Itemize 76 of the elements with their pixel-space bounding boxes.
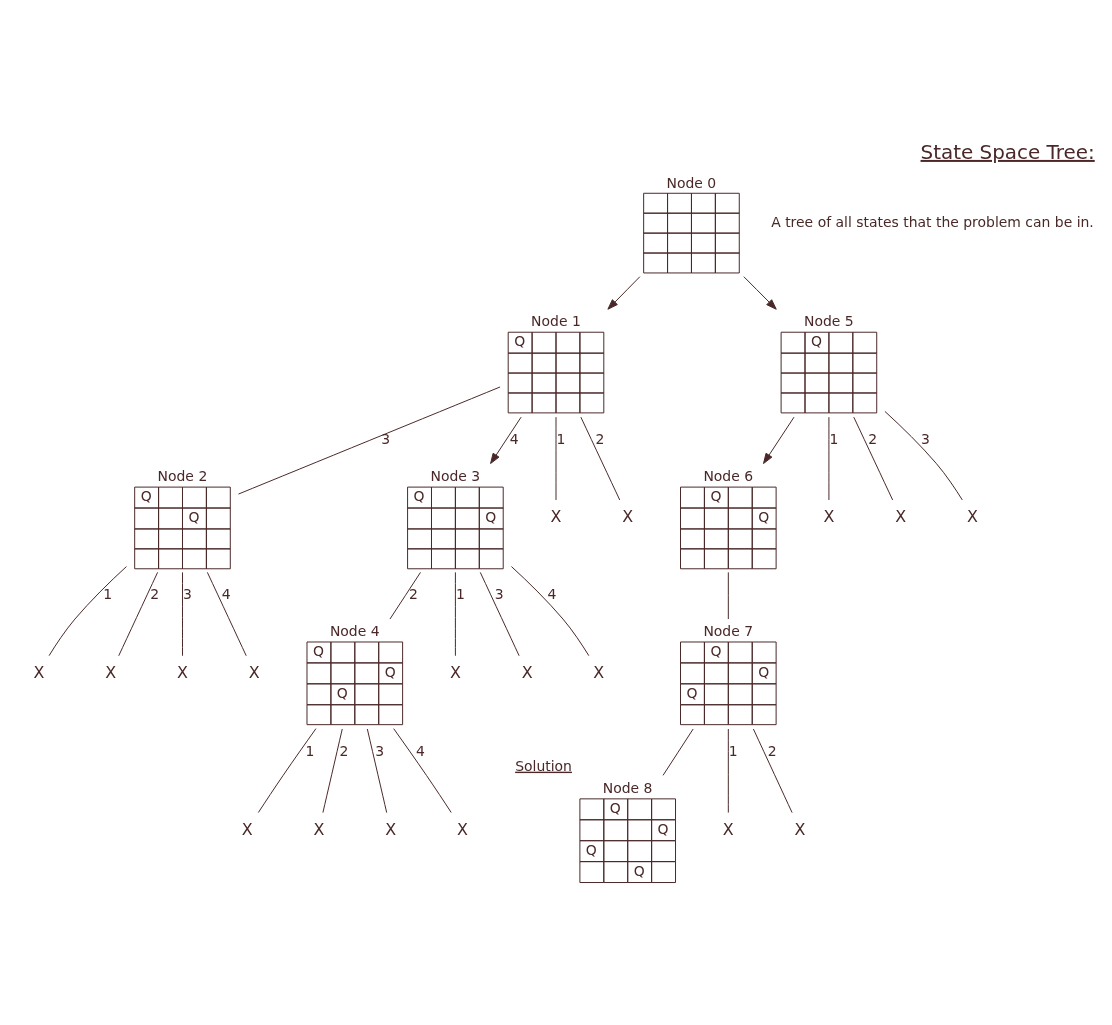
node-text: X — [105, 662, 117, 682]
node-text: X — [313, 819, 325, 839]
connector — [727, 571, 729, 620]
connector — [257, 727, 317, 813]
connector — [853, 416, 894, 500]
connector — [238, 386, 501, 495]
node-label: Node 6 — [703, 467, 754, 484]
connector — [884, 410, 963, 500]
node-label: Node 5 — [804, 312, 854, 329]
node-label: Node 7 — [703, 622, 754, 639]
node-label: Node 3 — [430, 467, 481, 484]
edge-label: 2 — [150, 585, 160, 602]
edge-label: 4 — [221, 585, 231, 602]
label: A tree of all states that the problem can be in. — [771, 213, 1094, 230]
node-text: X — [550, 506, 562, 526]
edge-label: 3 — [494, 585, 504, 602]
edge-label: 1 — [728, 742, 738, 759]
node-text: X — [966, 506, 978, 526]
connector — [752, 728, 793, 813]
connector — [510, 565, 590, 656]
connector — [580, 416, 621, 500]
node-text: X — [895, 506, 907, 526]
node-text: X — [622, 506, 634, 526]
node-text: X — [385, 819, 397, 839]
node-label: Node 1 — [531, 312, 581, 329]
edge-label: 2 — [339, 742, 349, 759]
node-text: X — [456, 819, 468, 839]
node-text: X — [248, 662, 260, 682]
connector — [727, 728, 729, 813]
edge-label: 1 — [103, 585, 113, 602]
edge-label: 2 — [595, 430, 605, 447]
edge-label: 3 — [921, 430, 930, 447]
edge-label: 1 — [829, 430, 839, 447]
connector — [393, 727, 452, 813]
node-text: X — [177, 662, 188, 682]
node-label: Solution — [515, 757, 572, 774]
edge-label: 1 — [556, 430, 566, 447]
node-text: X — [794, 819, 806, 839]
edge-label: 2 — [409, 585, 418, 602]
node-label: Node 8 — [602, 779, 653, 796]
edge-label: 2 — [767, 742, 777, 759]
edge-label: 4 — [509, 430, 519, 447]
node-text: X — [722, 819, 734, 839]
connector — [182, 571, 183, 656]
edge-label: 4 — [547, 585, 557, 602]
connector — [479, 571, 520, 656]
node-text: X — [521, 662, 533, 682]
arrow — [607, 275, 641, 310]
connector — [389, 571, 421, 620]
connector — [828, 416, 830, 500]
node-text: X — [449, 662, 461, 682]
connector — [662, 728, 694, 776]
node-text: X — [33, 662, 45, 682]
arrow — [743, 275, 777, 310]
node-text: X — [823, 506, 835, 526]
connector — [206, 571, 247, 656]
arrow — [490, 416, 522, 464]
connector — [322, 728, 343, 813]
connector — [48, 565, 127, 656]
connector — [366, 728, 388, 813]
node-label: Node 4 — [329, 622, 380, 639]
node-label: Node 2 — [157, 467, 208, 484]
node-label: Node 0 — [666, 174, 717, 190]
edge-label: 1 — [305, 742, 315, 759]
edge-label: 3 — [375, 742, 385, 759]
arrow — [763, 416, 795, 464]
connector — [454, 571, 456, 656]
edge-label: 2 — [868, 430, 878, 447]
diagram-title: State Space Tree: — [920, 140, 1095, 164]
connector — [118, 571, 159, 656]
node-text: X — [241, 819, 253, 839]
edge-label: 3 — [381, 430, 391, 447]
node-text: X — [593, 662, 605, 682]
edge-label: 4 — [416, 742, 425, 759]
edge-label: 1 — [455, 585, 465, 602]
edge-label: 3 — [183, 585, 192, 602]
